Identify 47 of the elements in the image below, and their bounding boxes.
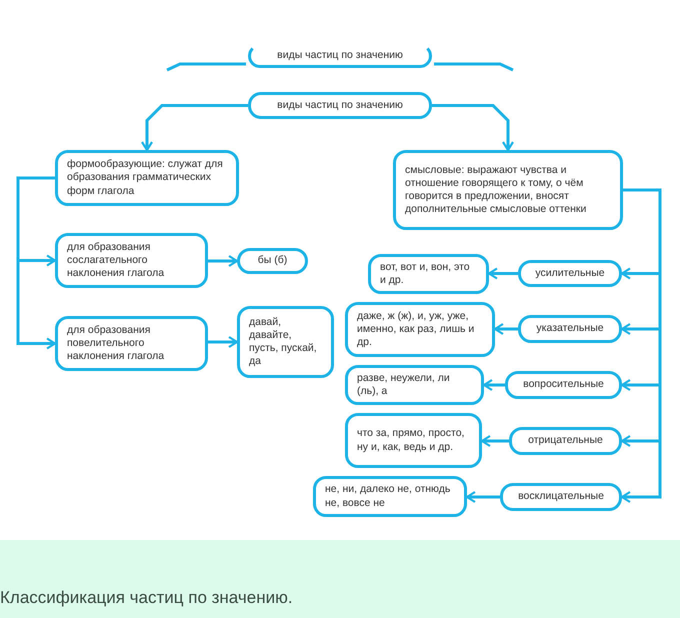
caption: Классификация частиц по значению. (0, 588, 293, 608)
text-box (345, 365, 484, 405)
text-box (313, 476, 467, 517)
arrow (494, 322, 518, 336)
text-box (55, 316, 208, 371)
box-text: разве, неужели, ли (ль), а (357, 372, 451, 398)
text-box (505, 371, 622, 399)
text-box (345, 302, 495, 357)
box-text: для образования сослагательного наклонения глагола (67, 240, 166, 280)
box-text: бы (б) (258, 254, 288, 268)
text-box (345, 413, 482, 468)
text-box (55, 233, 208, 288)
box-text: вопросительные (523, 378, 604, 392)
arrow (488, 267, 518, 280)
box-text: отрицательные (528, 434, 603, 448)
arrow (208, 254, 238, 268)
arrow (482, 378, 505, 392)
text-box (500, 483, 622, 511)
text-box (55, 150, 239, 206)
text-box (237, 248, 308, 274)
box-text: восклицательные (518, 490, 604, 504)
box-text: вот, вот и, вон, это и др. (380, 260, 471, 288)
arrow (480, 434, 509, 448)
box-text: виды частиц по значению (277, 98, 403, 112)
arrow (16, 176, 56, 350)
text-box (237, 306, 334, 378)
arrow (432, 104, 514, 152)
text-box (368, 254, 489, 294)
box-text: усилительные (535, 266, 605, 280)
box-text: смысловые: выражают чувства и отношение говорящего к тому, о чём говорится в предложении, вносят дополнительные смысловые оттенки (405, 164, 588, 216)
text-box (509, 427, 622, 455)
box-text: указательные (536, 322, 604, 336)
text-box (518, 260, 622, 287)
box-text: даже, ж (ж), и, уж, уже, именно, как раз, лишь и др. (357, 310, 476, 350)
box-text: формообразующие: служат для образования грамматических форм глагола (67, 158, 224, 198)
text-box (518, 315, 622, 343)
box-text: для образования повелительного наклонения глагола (67, 324, 166, 364)
box-text: что за, прямо, просто, ну и, как, ведь и др. (357, 427, 466, 454)
arrow (140, 104, 248, 152)
arrow (466, 490, 500, 504)
box-text: виды частиц по значению (277, 49, 403, 63)
text-box (248, 92, 432, 119)
arrow (208, 336, 238, 348)
arrow (620, 188, 662, 504)
text-box (393, 150, 623, 230)
box-text: не, ни, далеко не, отнюдь не, вовсе не (325, 483, 452, 510)
box-text: давай, давайте, пусть, пускай, да (249, 316, 318, 368)
